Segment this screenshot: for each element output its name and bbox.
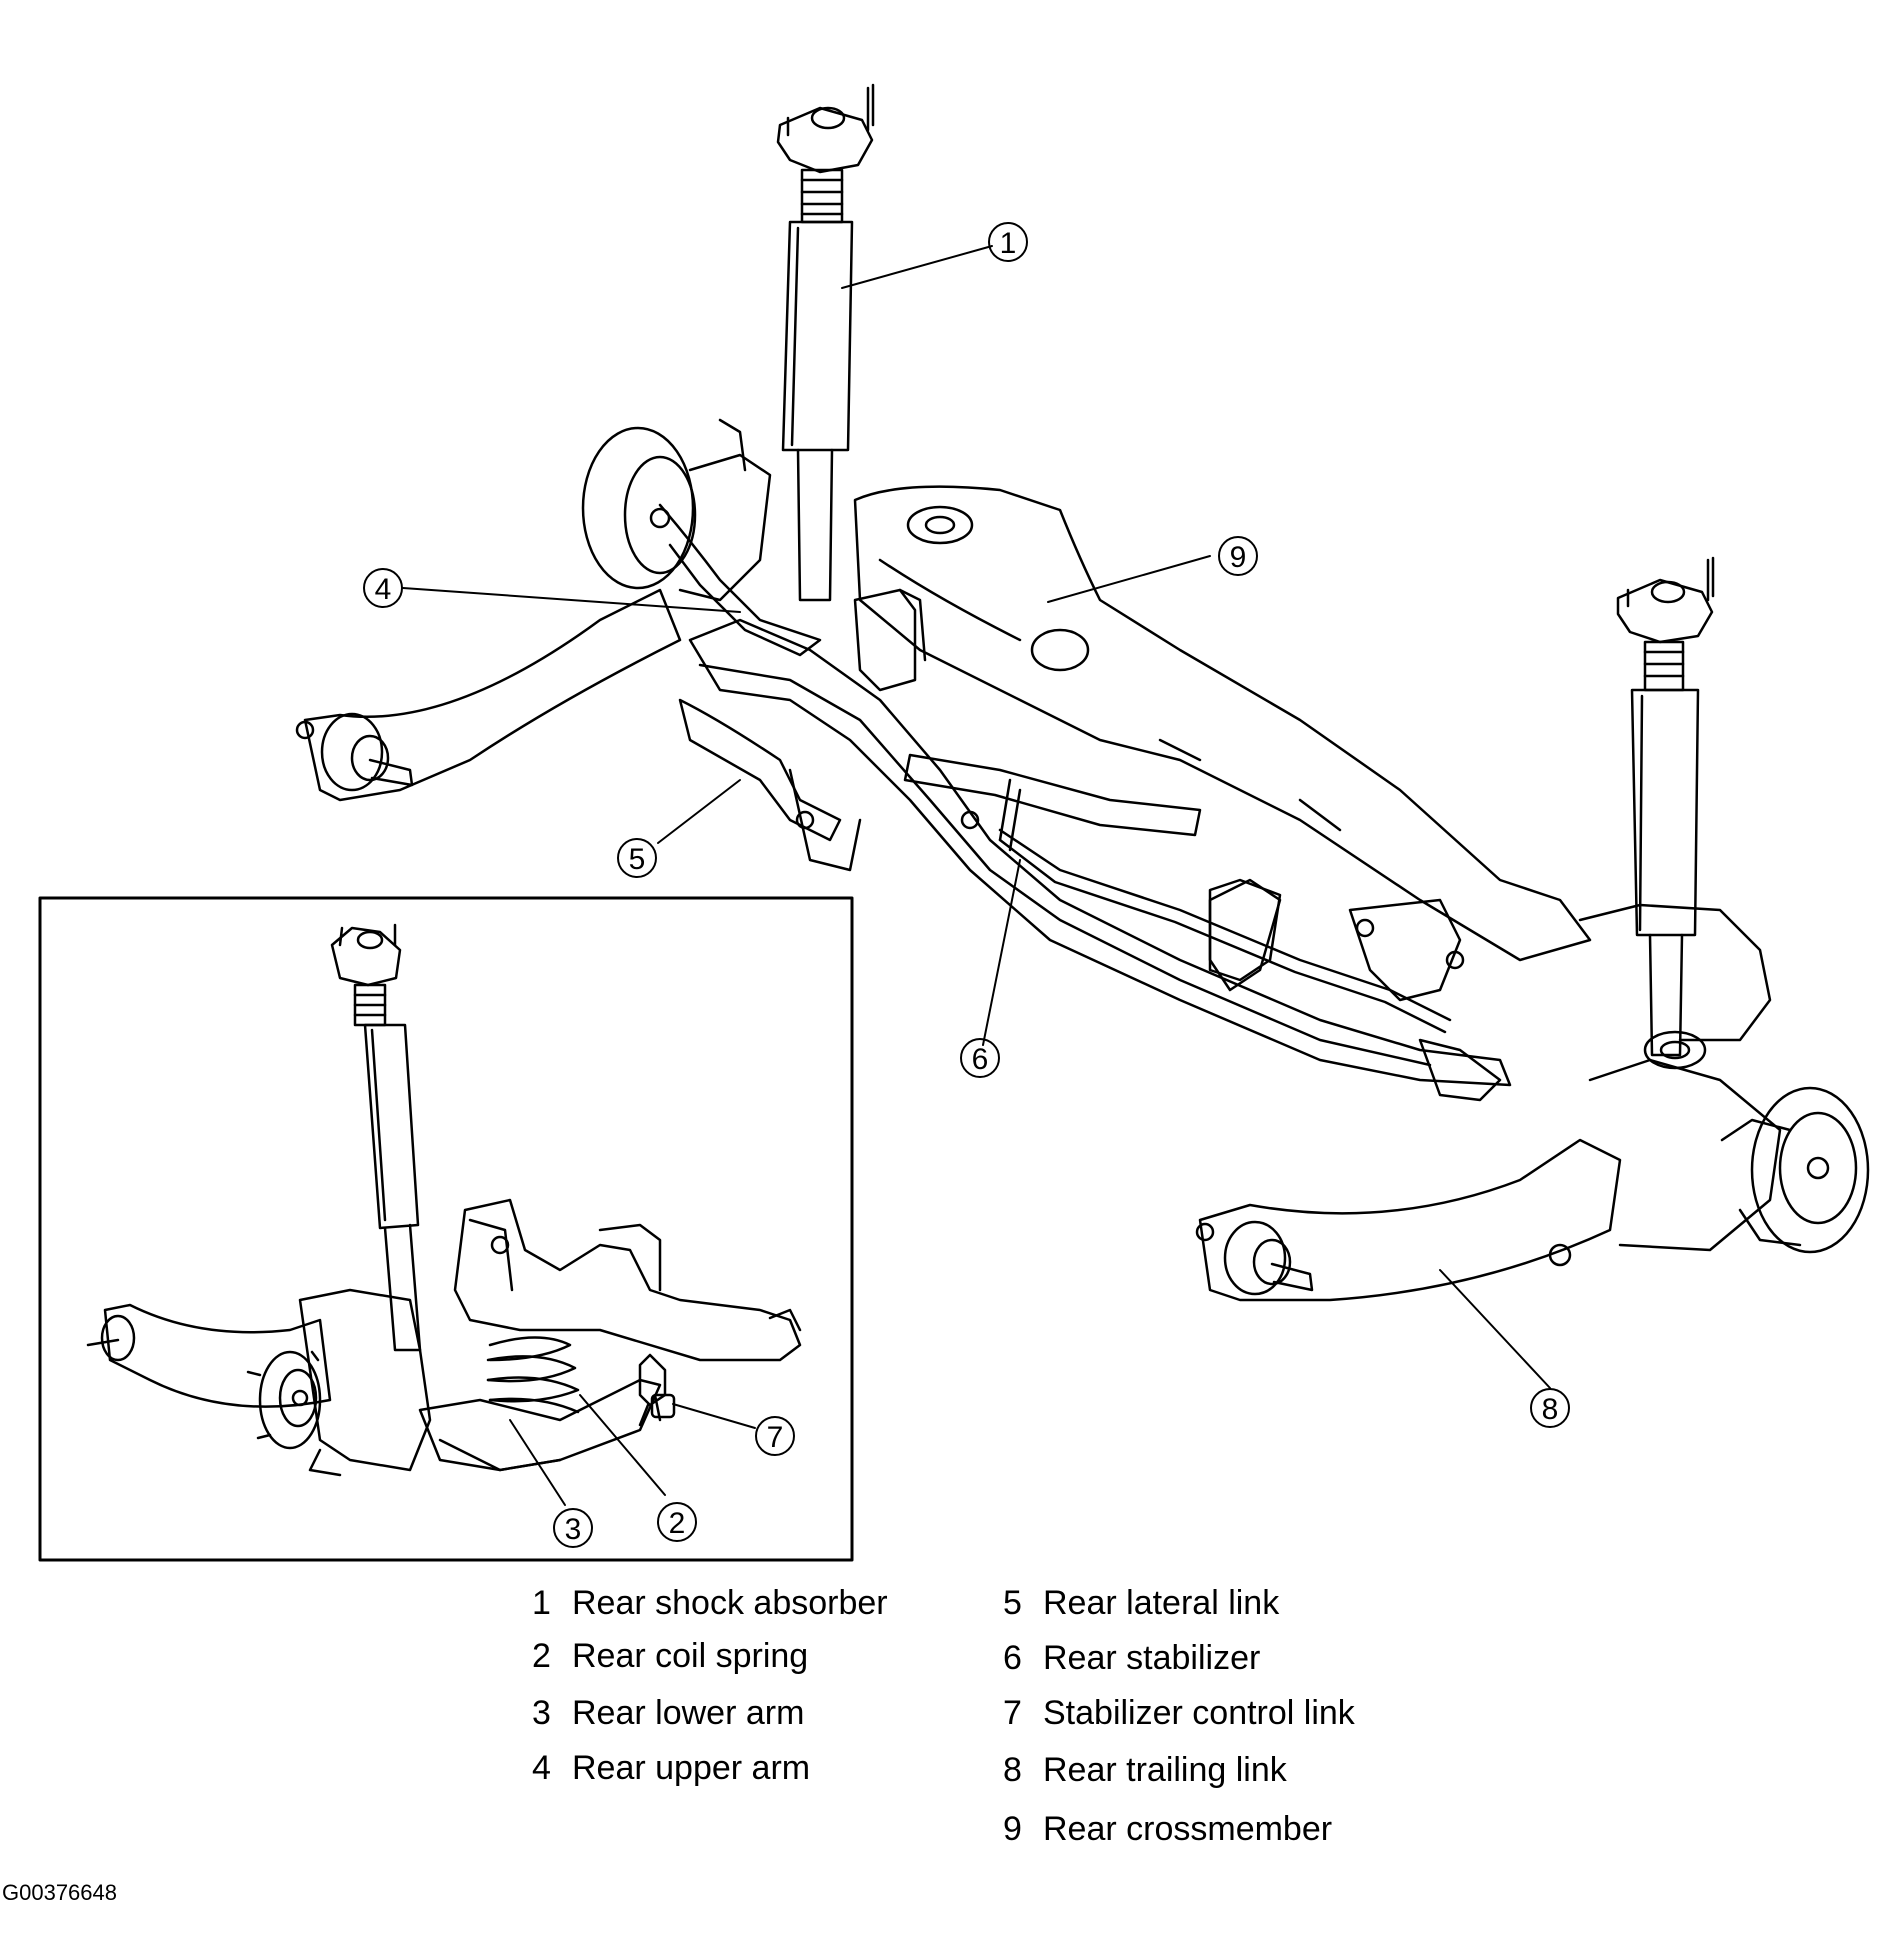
legend-item-9: 9 Rear crossmember xyxy=(1003,1810,1332,1849)
legend-number: 8 xyxy=(1003,1751,1022,1789)
svg-text:8: 8 xyxy=(1542,1393,1559,1426)
inset-leader-lines xyxy=(509,1394,756,1506)
legend-number: 2 xyxy=(532,1637,551,1675)
callout-7: 7 xyxy=(755,1416,795,1456)
svg-text:1: 1 xyxy=(1000,227,1017,260)
legend-label: Rear shock absorber xyxy=(572,1584,888,1622)
legend-label: Stabilizer control link xyxy=(1043,1694,1355,1732)
legend-item-2: 2 Rear coil spring xyxy=(532,1637,808,1676)
inset-frame xyxy=(38,896,854,1562)
inset-coil-spring-drawing xyxy=(486,1336,580,1414)
legend-item-8: 8 Rear trailing link xyxy=(1003,1751,1287,1790)
main-leader-lines xyxy=(402,245,1551,1389)
legend-number: 7 xyxy=(1003,1694,1022,1732)
legend-label: Rear trailing link xyxy=(1043,1751,1287,1789)
stabilizer-drawing xyxy=(903,753,1452,1034)
centre-bracket-drawing xyxy=(1208,878,1282,982)
legend-label: Rear lateral link xyxy=(1043,1584,1280,1622)
right-frame-bracket-drawing xyxy=(1348,898,1502,1102)
left-trailing-link-drawing xyxy=(303,588,682,802)
callout-3: 3 xyxy=(553,1508,593,1548)
legend-number: 5 xyxy=(1003,1584,1022,1622)
svg-text:7: 7 xyxy=(767,1421,784,1454)
callout-4: 4 xyxy=(363,568,403,608)
legend-label: Rear crossmember xyxy=(1043,1810,1333,1848)
left-shock-absorber-drawing xyxy=(776,83,875,602)
svg-text:9: 9 xyxy=(1230,541,1247,574)
crossmember-drawing xyxy=(853,485,1592,962)
legend-label: Rear coil spring xyxy=(572,1637,809,1675)
left-lateral-link-drawing xyxy=(678,698,842,842)
left-bushing-drawing xyxy=(295,712,414,792)
right-bushing-drawing xyxy=(1195,1220,1572,1296)
inset-illustration xyxy=(86,923,802,1477)
inset-control-link-drawing xyxy=(638,1353,676,1427)
right-hub-drawing xyxy=(1720,1086,1870,1254)
callout-8: 8 xyxy=(1530,1388,1570,1428)
legend-label: Rear upper arm xyxy=(572,1749,811,1787)
right-shock-absorber-drawing xyxy=(1616,556,1715,1057)
right-knuckle-drawing xyxy=(1578,903,1782,1252)
legend-number: 6 xyxy=(1003,1639,1022,1677)
callout-1: 1 xyxy=(988,222,1028,262)
legend-number: 9 xyxy=(1003,1810,1022,1848)
legend-item-1: 1 Rear shock absorber xyxy=(532,1584,888,1623)
callout-6: 6 xyxy=(960,1038,1000,1078)
legend-item-3: 3 Rear lower arm xyxy=(532,1694,804,1733)
frame-rail-drawing xyxy=(688,618,1512,1087)
callout-9: 9 xyxy=(1218,536,1258,576)
svg-text:6: 6 xyxy=(972,1043,989,1076)
legend-item-7: 7 Stabilizer control link xyxy=(1003,1694,1355,1733)
left-upper-arm-drawing xyxy=(658,503,822,657)
svg-text:4: 4 xyxy=(375,573,392,606)
legend-item-4: 4 Rear upper arm xyxy=(532,1749,810,1788)
svg-text:5: 5 xyxy=(629,843,646,876)
left-frame-bracket-drawing xyxy=(788,588,980,872)
svg-text:3: 3 xyxy=(565,1513,582,1546)
legend-item-5: 5 Rear lateral link xyxy=(1003,1584,1279,1623)
callout-5: 5 xyxy=(617,838,657,878)
left-hub-drawing xyxy=(581,418,772,602)
legend-label: Rear stabilizer xyxy=(1043,1639,1261,1677)
right-trailing-link-drawing xyxy=(1198,1138,1622,1302)
figure-id: G00376648 xyxy=(2,1880,117,1905)
frame-rail-inner-line xyxy=(698,663,1432,1067)
legend-label: Rear lower arm xyxy=(572,1694,805,1732)
inset-lower-arm-drawing xyxy=(418,1378,662,1472)
callout-2: 2 xyxy=(657,1502,697,1542)
svg-text:2: 2 xyxy=(669,1507,686,1540)
legend-item-6: 6 Rear stabilizer xyxy=(1003,1639,1260,1678)
legend-number: 1 xyxy=(532,1584,551,1622)
legend-number: 3 xyxy=(532,1694,551,1732)
main-assembly-illustration xyxy=(295,83,1870,1302)
legend-number: 4 xyxy=(532,1749,551,1787)
